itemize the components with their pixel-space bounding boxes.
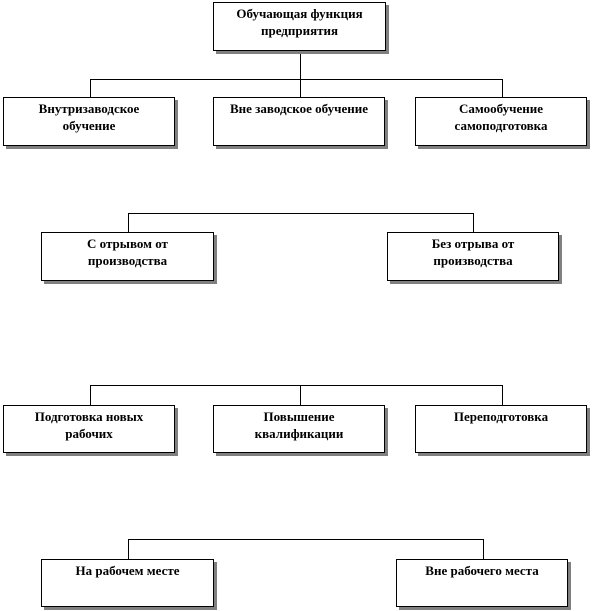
box-on-the-job: Без отрыва от производства <box>387 232 559 281</box>
box-retraining-line1: Переподготовка <box>453 409 549 424</box>
box-off-the-job: С отрывом от производства <box>41 232 214 281</box>
box-on-the-job-line2: производства <box>433 253 513 268</box>
box-new-workers-training: Подготовка новых рабочих <box>3 405 175 453</box>
connector-group4-drop-1 <box>128 539 129 559</box>
box-on-the-job-line1: Без отрыва от <box>431 236 515 251</box>
box-self-study-line2: самоподготовка <box>454 118 548 133</box>
connector-group4-drop-2 <box>483 539 484 559</box>
box-training-function-line2: предприятия <box>260 23 339 38</box>
box-qualification-upgrade-line1: Повышение <box>263 409 335 424</box>
box-outside-workplace-line1: Вне рабочего места <box>425 563 539 578</box>
box-in-plant-training-line2: обучение <box>62 118 116 133</box>
box-qualification-upgrade: Повышение квалификации <box>213 405 385 453</box>
box-outside-workplace: Вне рабочего места <box>396 559 568 607</box>
box-new-workers-training-line1: Подготовка новых <box>34 409 144 424</box>
connector-group3-drop-1 <box>90 385 91 405</box>
box-at-workplace-line1: На рабочем месте <box>75 563 180 578</box>
box-training-function: Обучающая функция предприятия <box>213 2 386 51</box>
box-in-plant-training: Внутризаводское обучение <box>3 97 175 146</box>
box-self-study: Самообучение самоподготовка <box>415 97 587 146</box>
connector-group1-bar <box>90 79 502 80</box>
connector-group3-bar <box>90 385 502 386</box>
connector-group1-drop-3 <box>502 79 503 97</box>
connector-group2-drop-2 <box>473 213 474 232</box>
box-retraining: Переподготовка <box>415 405 587 453</box>
connector-group2-drop-1 <box>128 213 129 232</box>
connector-group4-bar <box>128 539 483 540</box>
connector-group1-drop-1 <box>90 79 91 97</box>
connector-group3-drop-2 <box>300 385 301 405</box>
box-self-study-line1: Самообучение <box>459 101 543 116</box>
connector-group3-drop-3 <box>502 385 503 405</box>
box-off-the-job-line2: производства <box>87 253 168 268</box>
box-qualification-upgrade-line2: квалификации <box>254 426 344 441</box>
box-training-function-line1: Обучающая функция <box>236 6 363 21</box>
connector-group2-bar <box>128 213 474 214</box>
connector-group1-drop-2 <box>300 79 301 97</box>
box-new-workers-training-line2: рабочих <box>65 426 113 441</box>
connector-top-trunk <box>300 51 301 79</box>
box-at-workplace: На рабочем месте <box>41 559 214 607</box>
box-out-of-plant-training-line1: Вне заводское обучение <box>229 101 368 116</box>
box-out-of-plant-training: Вне заводское обучение <box>213 97 385 146</box>
box-off-the-job-line1: С отрывом от <box>87 236 168 251</box>
box-in-plant-training-line1: Внутризаводское <box>38 101 140 116</box>
